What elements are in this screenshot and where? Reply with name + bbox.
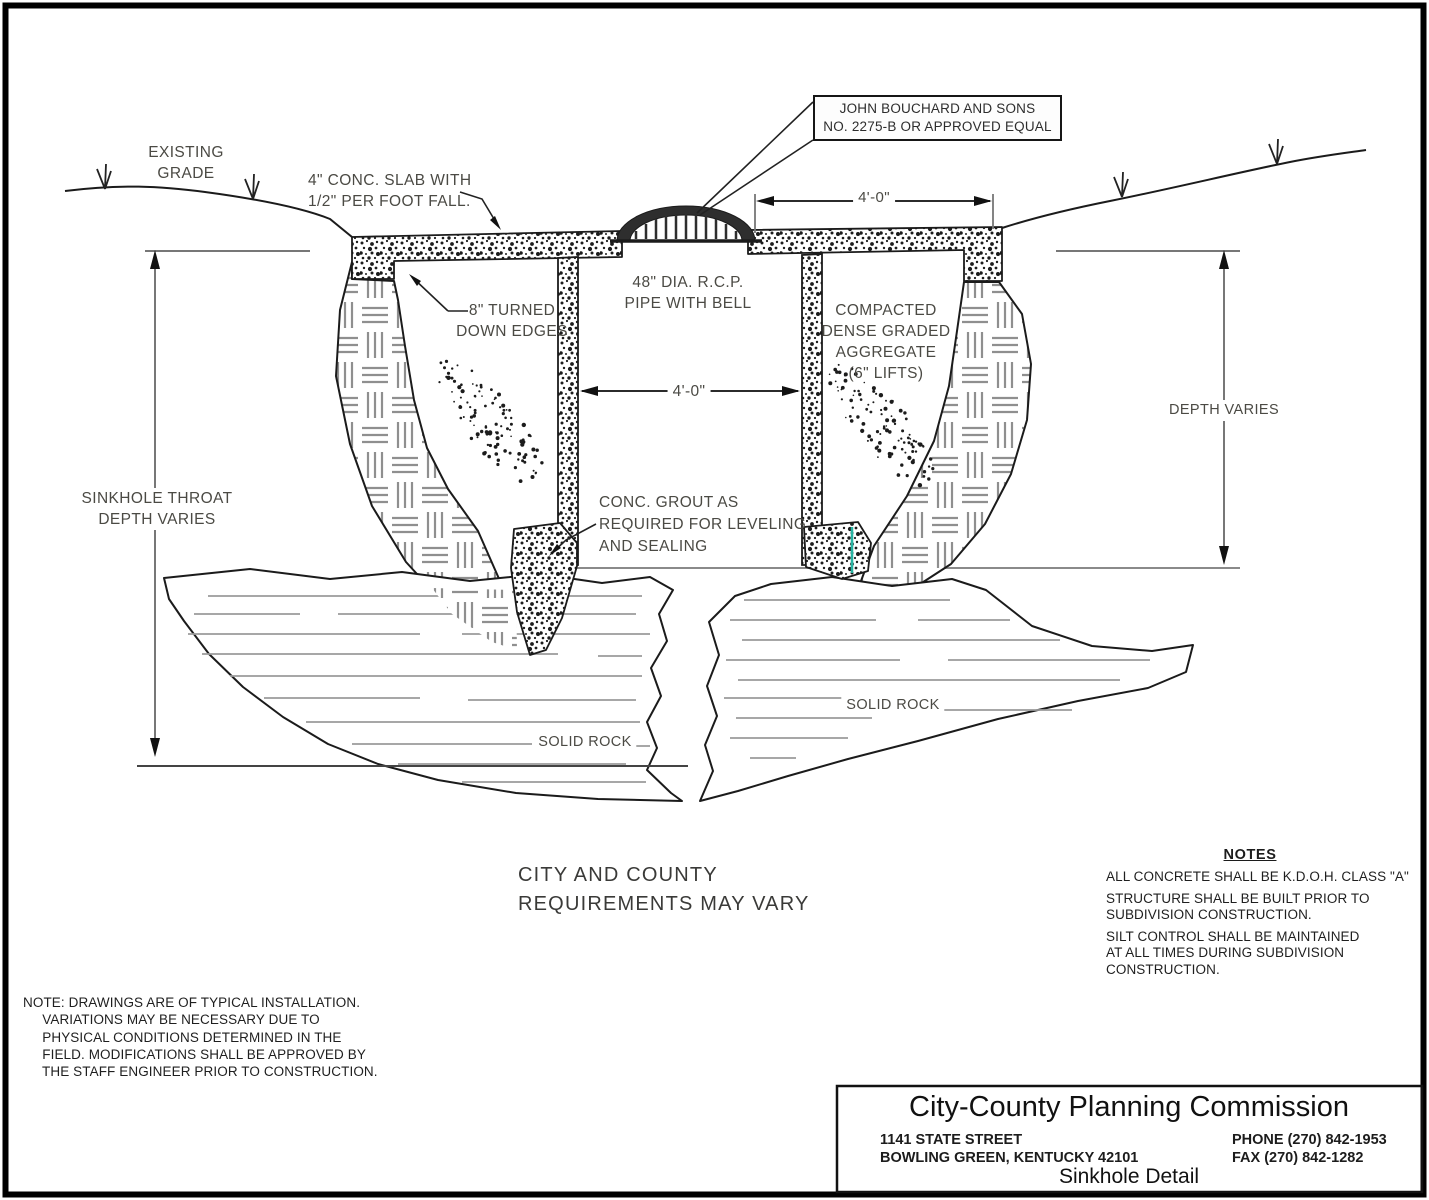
grout-pad-right bbox=[803, 521, 872, 580]
title-block-frame bbox=[835, 1084, 1424, 1194]
grout-label: CONC. GROUT AS REQUIRED FOR LEVELING AND… bbox=[599, 494, 807, 555]
organization-name: City-County Planning Commission bbox=[909, 1091, 1349, 1123]
sheet-title: Sinkhole Detail bbox=[1058, 1165, 1200, 1188]
grade-line-right bbox=[1001, 149, 1367, 229]
leader-turned-edges bbox=[409, 274, 468, 312]
pipe-label: 48" DIA. R.C.P. PIPE WITH BELL bbox=[624, 274, 752, 312]
dimension-sinkhole-throat bbox=[137, 250, 688, 767]
grate-callout-box: JOHN BOUCHARD AND SONS NO. 2275-B OR APP… bbox=[813, 95, 1062, 141]
dome-grate bbox=[610, 205, 762, 243]
rock-right bbox=[699, 576, 1194, 802]
solid-rock-right-label: SOLID ROCK bbox=[841, 695, 945, 716]
leader-grout bbox=[549, 523, 597, 556]
aggregate-label: COMPACTED DENSE GRADED AGGREGATE (6" LIF… bbox=[821, 302, 951, 382]
fill-dots-left bbox=[438, 359, 544, 483]
depth-varies-label: DEPTH VARIES bbox=[1163, 400, 1285, 421]
conc-slab-label: 4" CONC. SLAB WITH 1/2" PER FOOT FALL. bbox=[308, 172, 472, 210]
note-item: STRUCTURE SHALL BE BUILT PRIOR TO SUBDIV… bbox=[1106, 891, 1370, 923]
solid-rock-left-label: SOLID ROCK bbox=[533, 732, 637, 753]
requirements-statement: CITY AND COUNTY REQUIREMENTS MAY VARY bbox=[518, 864, 810, 915]
field-note: NOTE: DRAWINGS ARE OF TYPICAL INSTALLATI… bbox=[23, 995, 378, 1080]
note-item: ALL CONCRETE SHALL BE K.D.O.H. CLASS "A" bbox=[1106, 869, 1409, 884]
existing-grade-label: EXISTING GRADE bbox=[148, 144, 224, 182]
leader-callout bbox=[696, 101, 814, 216]
contact-info: PHONE (270) 842-1953 FAX (270) 842-1282 bbox=[1232, 1132, 1387, 1166]
fill-dots-right bbox=[828, 363, 935, 488]
grass-tufts bbox=[96, 138, 1284, 200]
aggregate-tongue bbox=[432, 588, 517, 650]
turned-edges-label: 8" TURNED DOWN EDGES bbox=[456, 302, 568, 340]
grade-line-left bbox=[64, 185, 353, 238]
dimension-top-text: 4'-0" bbox=[853, 187, 895, 208]
pipe-wall-left bbox=[557, 256, 579, 566]
leader-conc-slab bbox=[459, 191, 501, 230]
note-item: SILT CONTROL SHALL BE MAINTAINED AT ALL … bbox=[1106, 929, 1360, 977]
address: 1141 STATE STREET BOWLING GREEN, KENTUCK… bbox=[880, 1132, 1139, 1166]
notes-heading: NOTES bbox=[1223, 847, 1277, 863]
sinkhole-throat-label: SINKHOLE THROAT DEPTH VARIES bbox=[76, 488, 238, 530]
dimension-mid-text: 4'-0" bbox=[667, 381, 711, 402]
grout-pad-left bbox=[510, 522, 578, 656]
